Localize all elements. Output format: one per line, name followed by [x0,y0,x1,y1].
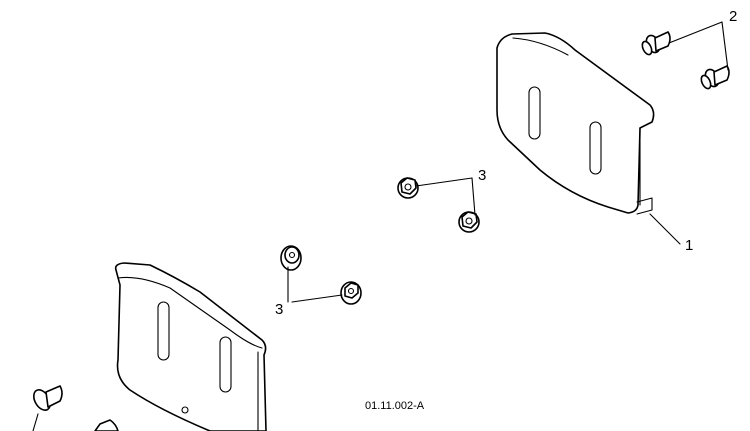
slot [157,301,170,361]
hole [181,406,189,414]
skid-shoe-right [496,32,655,215]
callout-3-lower: 3 [275,301,283,318]
slot [219,336,232,393]
figure-code: 01.11.002-A [365,400,425,412]
callout-2: 2 [729,8,737,25]
skid-shoe-left [114,262,267,431]
carriage-bolt-1 [641,31,671,56]
callout-1: 1 [685,237,693,254]
carriage-bolt-4 [94,419,119,431]
flange-nut-4 [340,281,362,305]
carriage-bolt-3 [33,385,63,411]
leader-lines [32,21,729,431]
flange-nut-2 [458,211,480,233]
callout-3-upper: 3 [478,167,486,184]
slot [528,86,541,140]
flange-nut-3 [280,245,302,271]
slot [589,121,602,175]
flange-nut-1 [397,177,419,199]
carriage-bolt-2 [700,65,730,90]
